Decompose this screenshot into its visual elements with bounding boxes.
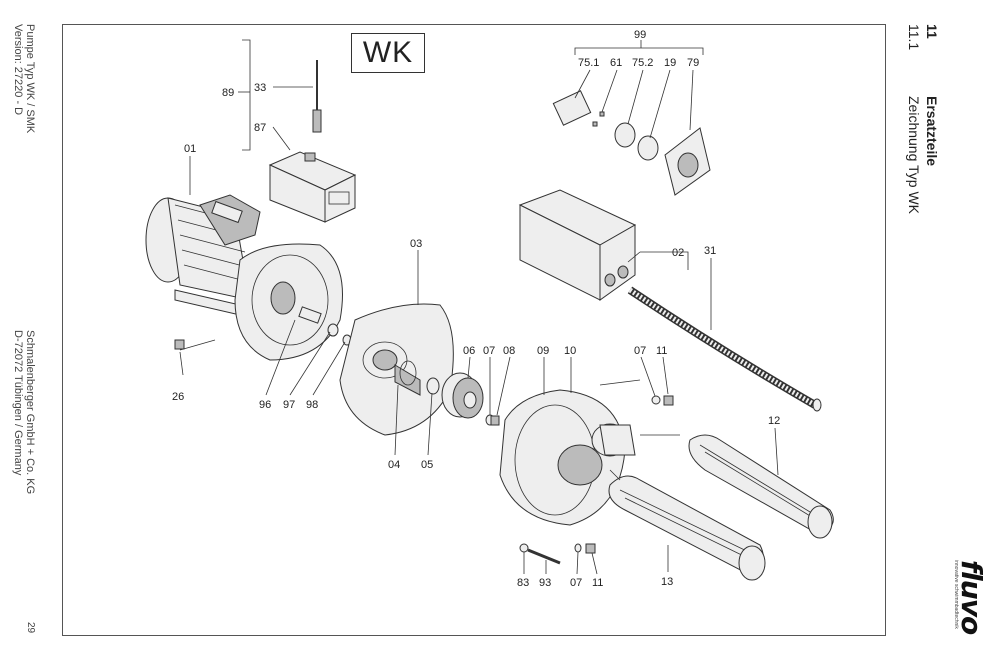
part-label-89: 89 [222,87,234,99]
o-ring-05 [426,377,440,395]
leader-lines [179,39,779,575]
part-label-06: 06 [463,345,475,357]
part-label-61: 61 [610,57,622,69]
part-label-04: 04 [388,459,400,471]
control-unit-02 [518,189,637,301]
screw-11-bottom [585,543,596,554]
part-label-11-a: 11 [656,345,667,357]
part-label-09: 09 [537,345,549,357]
lantern-flange-part [234,243,343,361]
part-label-87: 87 [254,122,266,134]
washer-07-right [651,395,661,405]
washer-07-bottom [574,543,582,553]
part-label-99: 99 [634,29,646,41]
part-label-31: 31 [704,245,716,257]
part-label-01: 01 [184,143,196,155]
part-label-12: 12 [768,415,780,427]
part-label-02: 02 [672,247,684,259]
drawing-frame [62,24,886,636]
part-label-03: 03 [410,238,422,250]
part-label-07-b: 07 [634,345,646,357]
part-label-19: 19 [664,57,676,69]
part-label-07-a: 07 [483,345,495,357]
shaft-sleeve-04 [394,360,421,396]
part-label-83: 83 [517,577,529,589]
part-label-97: 97 [283,399,295,411]
part-label-11-b: 11 [592,577,603,589]
part-label-07-c: 07 [570,577,582,589]
impeller-nut-08 [490,415,500,426]
part-label-13: 13 [661,576,673,588]
part-number-labels: 01 02 03 04 05 06 07 08 09 10 07 11 12 1… [172,29,780,589]
hose-13 [608,475,766,581]
antenna-33 [312,60,322,133]
pump-housing-09 [499,389,636,526]
part-label-08: 08 [503,345,515,357]
model-label: WK [362,36,414,69]
part-label-26: 26 [172,391,184,403]
motor-part [145,194,261,316]
part-label-75-2: 75.2 [632,57,653,69]
part-label-98: 98 [306,399,318,411]
shaft-seal-97 [327,323,339,337]
cable-hose-31 [627,286,822,412]
bolt-93 [519,543,561,565]
part-label-75-1: 75.1 [578,57,599,69]
model-label-box: WK [351,33,425,73]
nut-26 [174,339,185,350]
part-label-93: 93 [539,577,551,589]
control-box-87 [268,151,357,223]
part-label-79: 79 [687,57,699,69]
accessory-group-99 [552,90,711,196]
impeller-06 [441,372,484,419]
part-label-33: 33 [254,82,266,94]
screw-11-right [663,395,674,406]
part-label-96: 96 [259,399,271,411]
part-label-05: 05 [421,459,433,471]
hose-12 [688,434,834,539]
part-label-10: 10 [564,345,576,357]
